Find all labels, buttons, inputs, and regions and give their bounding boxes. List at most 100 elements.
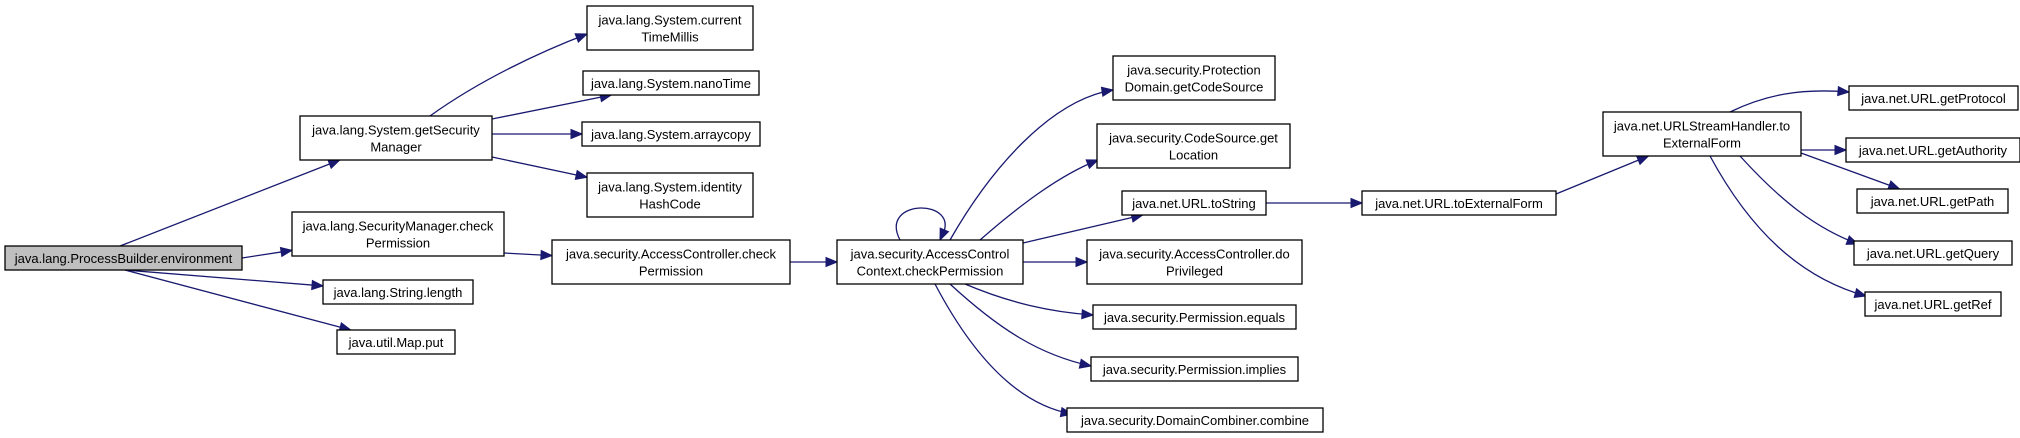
node-ac-checkperm[interactable]: java.security.AccessController.checkPerm… [551, 239, 791, 285]
edge-line [949, 283, 1092, 367]
edge-ush_toext-to-url_getauthority [1801, 144, 1848, 156]
node-box [1092, 304, 1297, 330]
edge-sys_getsm-to-sys_ctm [429, 33, 589, 117]
node-box [1856, 188, 2009, 214]
node-label-line: Privileged [1166, 264, 1223, 279]
edge-line [1022, 214, 1143, 244]
node-acc-checkperm[interactable]: java.security.AccessControlContext.check… [836, 239, 1024, 285]
node-label-line: Manager [370, 140, 422, 155]
edge-acc_checkperm-to-cs_getloc [979, 159, 1100, 241]
node-label-line: java.lang.System.getSecurity [311, 123, 480, 138]
edge-acc_checkperm-to-acc_checkperm [895, 207, 950, 242]
node-url-getref[interactable]: java.net.URL.getRef [1864, 291, 2002, 317]
node-url-getprotocol[interactable]: java.net.URL.getProtocol [1848, 85, 2019, 111]
node-box [4, 245, 243, 271]
node-box [586, 172, 754, 218]
node-label-line: java.lang.SecurityManager.check [302, 219, 494, 234]
edge-ush_toext-to-url_getref [1709, 155, 1868, 299]
edges-layer [119, 33, 1901, 418]
node-label-line: Location [1169, 148, 1218, 163]
edge-arrowhead [279, 246, 294, 258]
edge-ush_toext-to-url_getquery [1739, 155, 1860, 245]
node-label-line: java.util.Map.put [348, 335, 444, 350]
node-box [1361, 190, 1557, 216]
edge-line [1729, 90, 1850, 113]
node-label-line: Domain.getCodeSource [1125, 80, 1264, 95]
node-box [586, 5, 754, 51]
edge-url_toext-to-ush_toext [1555, 155, 1650, 195]
node-url-getauthority[interactable]: java.net.URL.getAuthority [1845, 137, 2020, 163]
node-perm-implies[interactable]: java.security.Permission.implies [1090, 356, 1299, 382]
node-label-line: java.security.AccessController.do [1098, 247, 1290, 262]
edge-sm_checkperm-to-ac_checkperm [503, 249, 554, 261]
node-label-line: TimeMillis [641, 30, 699, 45]
node-box [551, 239, 791, 285]
edge-arrowhead [1100, 86, 1115, 97]
node-box [299, 115, 493, 161]
edge-line [934, 283, 1073, 415]
edge-sys_getsm-to-sys_ihc [491, 156, 589, 181]
node-label-line: java.security.AccessControl [850, 247, 1010, 262]
node-label-line: HashCode [639, 197, 700, 212]
edge-line [119, 159, 341, 247]
edge-arrowhead [327, 159, 342, 170]
node-box [1864, 291, 2002, 317]
edge-sys_getsm-to-sys_arraycopy [492, 128, 584, 140]
edge-arrowhead [311, 279, 325, 291]
node-label-line: Permission [639, 264, 703, 279]
edge-acc_checkperm-to-perm_implies [949, 283, 1093, 369]
node-label-line: java.net.URL.getAuthority [1858, 143, 2008, 158]
node-label-line: java.security.Permission.implies [1102, 362, 1287, 377]
node-ac-dopriv[interactable]: java.security.AccessController.doPrivile… [1086, 239, 1303, 285]
edge-arrowhead [1085, 159, 1100, 170]
edge-line [895, 207, 946, 241]
node-perm-equals[interactable]: java.security.Permission.equals [1092, 304, 1297, 330]
node-label-line: java.lang.System.arraycopy [590, 127, 751, 142]
edge-line [429, 33, 588, 117]
node-label-line: java.security.AccessController.check [565, 247, 777, 262]
node-label-line: java.net.URL.toExternalForm [1374, 196, 1543, 211]
edge-arrowhead [574, 169, 589, 181]
node-pd-getcs[interactable]: java.security.ProtectionDomain.getCodeSo… [1112, 55, 1276, 101]
node-box [336, 329, 456, 355]
edge-arrowhead [574, 33, 589, 44]
node-box [1066, 407, 1324, 433]
edge-pb_env-to-str_length [124, 269, 325, 291]
node-label-line: java.net.URL.getPath [1870, 194, 1995, 209]
node-ush-toext[interactable]: java.net.URLStreamHandler.toExternalForm [1602, 111, 1802, 157]
node-label-line: Permission [366, 236, 430, 251]
node-sys-arraycopy[interactable]: java.lang.System.arraycopy [581, 121, 761, 147]
edge-line [1555, 155, 1649, 195]
node-label-line: java.security.DomainCombiner.combine [1080, 413, 1309, 428]
node-map-put[interactable]: java.util.Map.put [336, 329, 456, 355]
edge-line [949, 89, 1114, 241]
node-url-tostring[interactable]: java.net.URL.toString [1121, 190, 1267, 216]
node-sm-checkperm[interactable]: java.lang.SecurityManager.checkPermissio… [291, 211, 505, 257]
node-box [1096, 123, 1291, 169]
edge-url_tostring-to-url_toext [1266, 197, 1364, 209]
node-box [1086, 239, 1303, 285]
edge-arrowhead [570, 128, 584, 140]
nodes-layer: java.lang.ProcessBuilder.environmentjava… [4, 5, 2020, 433]
node-url-getpath[interactable]: java.net.URL.getPath [1856, 188, 2009, 214]
node-box [582, 70, 760, 96]
node-label-line: java.lang.System.current [597, 13, 741, 28]
edge-arrowhead [1853, 287, 1868, 299]
node-label-line: java.security.Protection [1126, 63, 1260, 78]
node-url-toext[interactable]: java.net.URL.toExternalForm [1361, 190, 1557, 216]
node-str-length[interactable]: java.lang.String.length [322, 279, 474, 305]
node-label-line: java.lang.System.nanoTime [590, 76, 751, 91]
node-dc-combine[interactable]: java.security.DomainCombiner.combine [1066, 407, 1324, 433]
edge-pb_env-to-sm_checkperm [241, 246, 294, 259]
edge-acc_checkperm-to-pd_getcs [949, 86, 1115, 241]
node-sys-nano[interactable]: java.lang.System.nanoTime [582, 70, 760, 96]
node-label-line: java.lang.String.length [333, 285, 463, 300]
node-url-getquery[interactable]: java.net.URL.getQuery [1853, 240, 2013, 266]
edge-arrowhead [540, 249, 554, 261]
edge-ac_checkperm-to-acc_checkperm [790, 256, 839, 268]
node-box [1121, 190, 1267, 216]
